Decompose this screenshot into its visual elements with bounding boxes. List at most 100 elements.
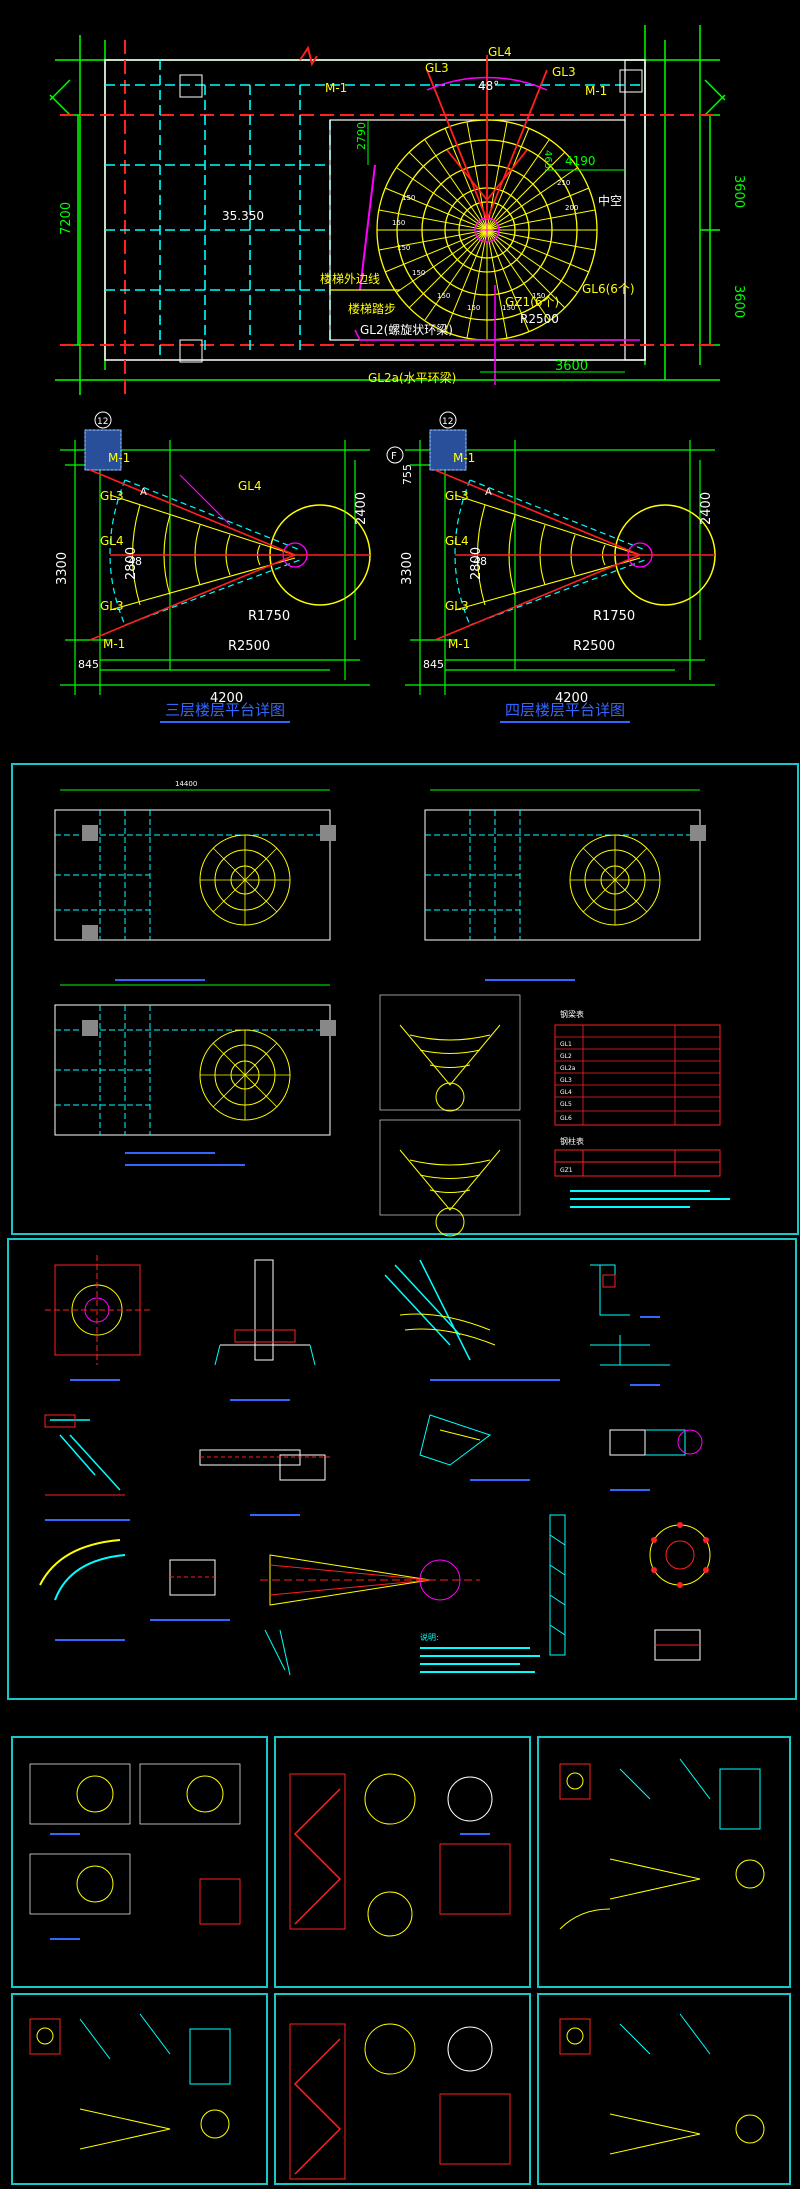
vertical-column-detail [549, 1514, 566, 1656]
sheet-overview: 14400 [11, 763, 799, 1237]
floor3-dim-4200: 4200 [210, 691, 243, 706]
mini-plan-2 [424, 789, 706, 981]
label-stair-outline: 楼梯外边线 [320, 271, 380, 286]
beam-row-4: GL3 [560, 1077, 572, 1084]
label-gl6: GL6(6个) [582, 282, 635, 296]
floor4-dim-2800: 2800 [469, 547, 484, 580]
column-section-detail [214, 1259, 316, 1401]
mini-wedge-details [379, 994, 521, 1237]
label-gl3-left: GL3 [425, 61, 449, 75]
label-angle: 48° [478, 79, 499, 93]
floor4-dim-2400: 2400 [699, 492, 714, 525]
wedge-beam-detail [260, 1554, 480, 1676]
floor3-dim-2800: 2800 [124, 547, 139, 580]
floor4-a-mark: A [485, 487, 492, 498]
gz1-detail [419, 1414, 530, 1481]
svg-text:150: 150 [392, 219, 405, 227]
floor4-axis-top-label: 12 [442, 417, 453, 427]
sheet-thumbnails [11, 1736, 791, 2185]
floor4-title: 四层楼层平台详图 [505, 701, 625, 719]
beam-table: 钢梁表 GL1 GL2 GL2a GL3 GL4 GL5 GL6 [554, 1009, 721, 1126]
floor3-axis-label: 12 [97, 417, 108, 427]
label-gz1: GZ1(6个) [505, 295, 559, 309]
dim-7200: 7200 [59, 202, 74, 235]
floor3-gl3-top: GL3 [100, 489, 124, 503]
svg-text:200: 200 [565, 204, 578, 212]
ring-detail [649, 1522, 711, 1661]
label-r2500: R2500 [520, 312, 559, 326]
floor4-gl4-mid: GL4 [445, 534, 469, 548]
floor4-axis-side-label: F [391, 451, 397, 462]
column-row: GZ1 [560, 1167, 573, 1174]
label-m1-left: M-1 [325, 81, 347, 95]
floor4-plan: 12 F M-1 GL3 GL4 GL3 M-1 [386, 411, 716, 723]
svg-text:150: 150 [467, 304, 480, 312]
thumb-elevation-2 [289, 2023, 511, 2180]
beam-row-1: GL1 [560, 1041, 572, 1048]
label-elevation: 35.350 [222, 209, 264, 223]
column-table: 钢柱表 GZ1 [554, 1136, 721, 1177]
beam-row-6: GL5 [560, 1101, 572, 1108]
curved-beam-detail [39, 1539, 126, 1641]
floor3-title: 三层楼层平台详图 [165, 701, 285, 719]
floor3-dim-845: 845 [78, 658, 99, 671]
mini-plan-3 [54, 984, 336, 1166]
dim-4190: 4190 [565, 154, 596, 168]
floor3-m1-bottom: M-1 [103, 637, 125, 651]
bracket-detail [609, 1429, 703, 1491]
floor4-r1750: R1750 [593, 609, 635, 624]
svg-text:150: 150 [402, 194, 415, 202]
thumb-plans [29, 1763, 241, 1940]
floor3-gl4-mid: GL4 [100, 534, 124, 548]
floor4-gl3-bottom: GL3 [445, 599, 469, 613]
svg-text:150: 150 [532, 292, 545, 300]
notes-block: 说明: [420, 1632, 540, 1673]
floor3-a-mark: A [140, 487, 147, 498]
stair-stringer-detail [44, 1414, 130, 1521]
floor3-r1750: R1750 [248, 609, 290, 624]
beam-row-5: GL4 [560, 1089, 572, 1096]
floor4-dim-755: 755 [401, 464, 414, 485]
beam-row-3: GL2a [560, 1065, 576, 1072]
floor4-r2500: R2500 [573, 639, 615, 654]
thumb-elevation [289, 1773, 511, 1937]
step-plate-detail [199, 1449, 330, 1516]
floor4-dim-4200: 4200 [555, 691, 588, 706]
svg-text:150: 150 [502, 304, 515, 312]
column-base-detail [45, 1255, 150, 1381]
column-table-title: 钢柱表 [560, 1136, 584, 1146]
floor4-m1-bottom: M-1 [448, 637, 470, 651]
label-void: 中空 [598, 193, 622, 208]
label-gl2: GL2(螺旋状环梁) [360, 322, 453, 337]
floor-plans-drawing: 12 M-1 GL3 GL4 GL3 M-1 [55, 411, 716, 723]
floor3-plan: 12 M-1 GL3 GL4 GL3 M-1 [55, 411, 371, 723]
floor3-gl3-bottom: GL3 [100, 599, 124, 613]
thumb-details-2 [29, 2013, 231, 2150]
dim-3600-bottom: 3600 [731, 285, 746, 318]
floor4-dim-48: 48 [473, 555, 487, 568]
dim-465: 465 [542, 150, 553, 169]
dim-2790: 2790 [355, 122, 368, 150]
dim-3600-top: 3600 [731, 175, 746, 208]
label-gl4: GL4 [488, 45, 512, 59]
floor3-m1-top: M-1 [108, 451, 130, 465]
floor4-m1-top: M-1 [453, 451, 475, 465]
dim-3600-bottom-row: 3600 [555, 359, 588, 374]
floor3-dim-48: 48 [128, 555, 142, 568]
beam-table-title: 钢梁表 [560, 1009, 584, 1019]
svg-text:210: 210 [557, 179, 570, 187]
floor4-dim-845: 845 [423, 658, 444, 671]
label-m1-right: M-1 [585, 84, 607, 98]
floor3-gl4-top: GL4 [238, 479, 262, 493]
notes-title: 说明: [420, 1632, 439, 1642]
svg-text:150: 150 [437, 292, 450, 300]
svg-text:150: 150 [397, 244, 410, 252]
sheet-details: 说明: [7, 1238, 797, 1700]
mini-plan-1: 14400 [54, 780, 336, 981]
plate-detail [150, 1559, 230, 1621]
beam-junction-detail [384, 1259, 560, 1381]
plan-top-drawing: 150 150 150 150 150 150 150 150 210 200 … [49, 25, 746, 395]
thumb-details-3 [559, 2013, 765, 2155]
floor3-dim-3300: 3300 [55, 552, 70, 585]
label-gl2a: GL2a(水平环梁) [368, 370, 456, 385]
